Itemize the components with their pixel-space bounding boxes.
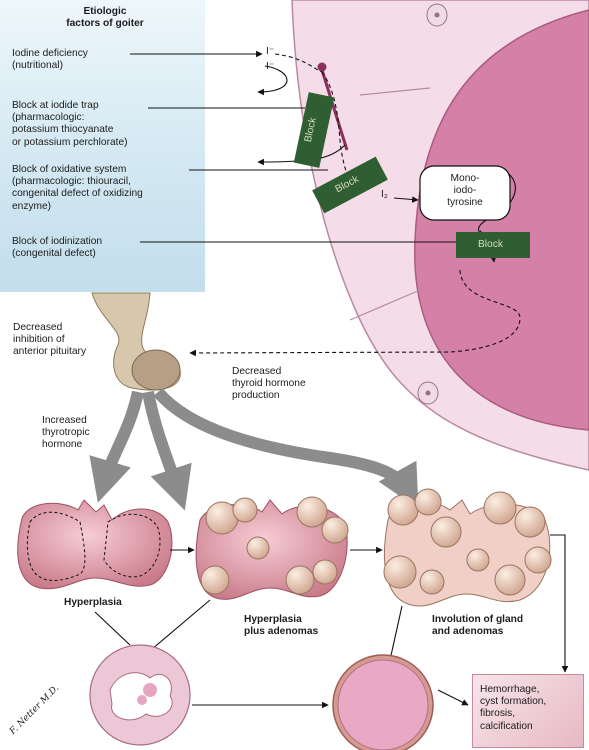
- iodide-label-upper: I⁻: [266, 46, 275, 57]
- outcome-label: Hemorrhage, cyst formation, fibrosis, ca…: [480, 684, 547, 732]
- block-label-iodinization: Block: [478, 239, 503, 250]
- stage-label-hyperplasia: Hyperplasia: [64, 597, 122, 608]
- etiology-panel: [0, 0, 205, 292]
- iodinization-block: [456, 232, 530, 258]
- stage-label-involution: Involution of gland and adenomas: [432, 614, 524, 638]
- factor-iodinization: Block of iodinization (congenital defect…: [12, 236, 103, 260]
- involuted-follicle: [332, 654, 434, 750]
- thyrotropic-arrows: [89, 387, 419, 511]
- monoiodotyrosine-box: [419, 165, 511, 221]
- pituitary-label: Decreased inhibition of anterior pituita…: [13, 322, 87, 358]
- factor-oxidative-system: Block of oxidative system (pharmacologic…: [12, 164, 143, 212]
- adenoma-gland: [195, 496, 349, 600]
- thyrotropic-label: Increased thyrotropic hormone: [42, 415, 90, 451]
- pituitary-gland: [91, 292, 181, 391]
- outcome-box: [472, 674, 584, 748]
- factor-iodide-trap: Block at iodide trap (pharmacologic: pot…: [12, 100, 128, 148]
- thyroid-follicle-cell: [291, 0, 589, 471]
- hyperplasia-gland: [17, 499, 173, 590]
- monoiodotyrosine-label: Mono- iodo- tyrosine: [447, 173, 483, 209]
- iodine-label: I₂: [381, 189, 388, 200]
- oxidative-block: [312, 156, 388, 214]
- factor-iodine-deficiency: Iodine deficiency (nutritional): [12, 48, 88, 72]
- iodide-label-lower: I⁻: [266, 61, 275, 72]
- hyperplastic-follicle: [89, 644, 191, 746]
- diagram-title: Etiologic factors of goiter: [66, 6, 144, 30]
- involution-gland: [383, 488, 552, 607]
- stage-label-adenomas: Hyperplasia plus adenomas: [244, 614, 319, 638]
- hormone-production-label: Decreased thyroid hormone production: [232, 366, 306, 402]
- iodide-trap-block: [293, 92, 335, 168]
